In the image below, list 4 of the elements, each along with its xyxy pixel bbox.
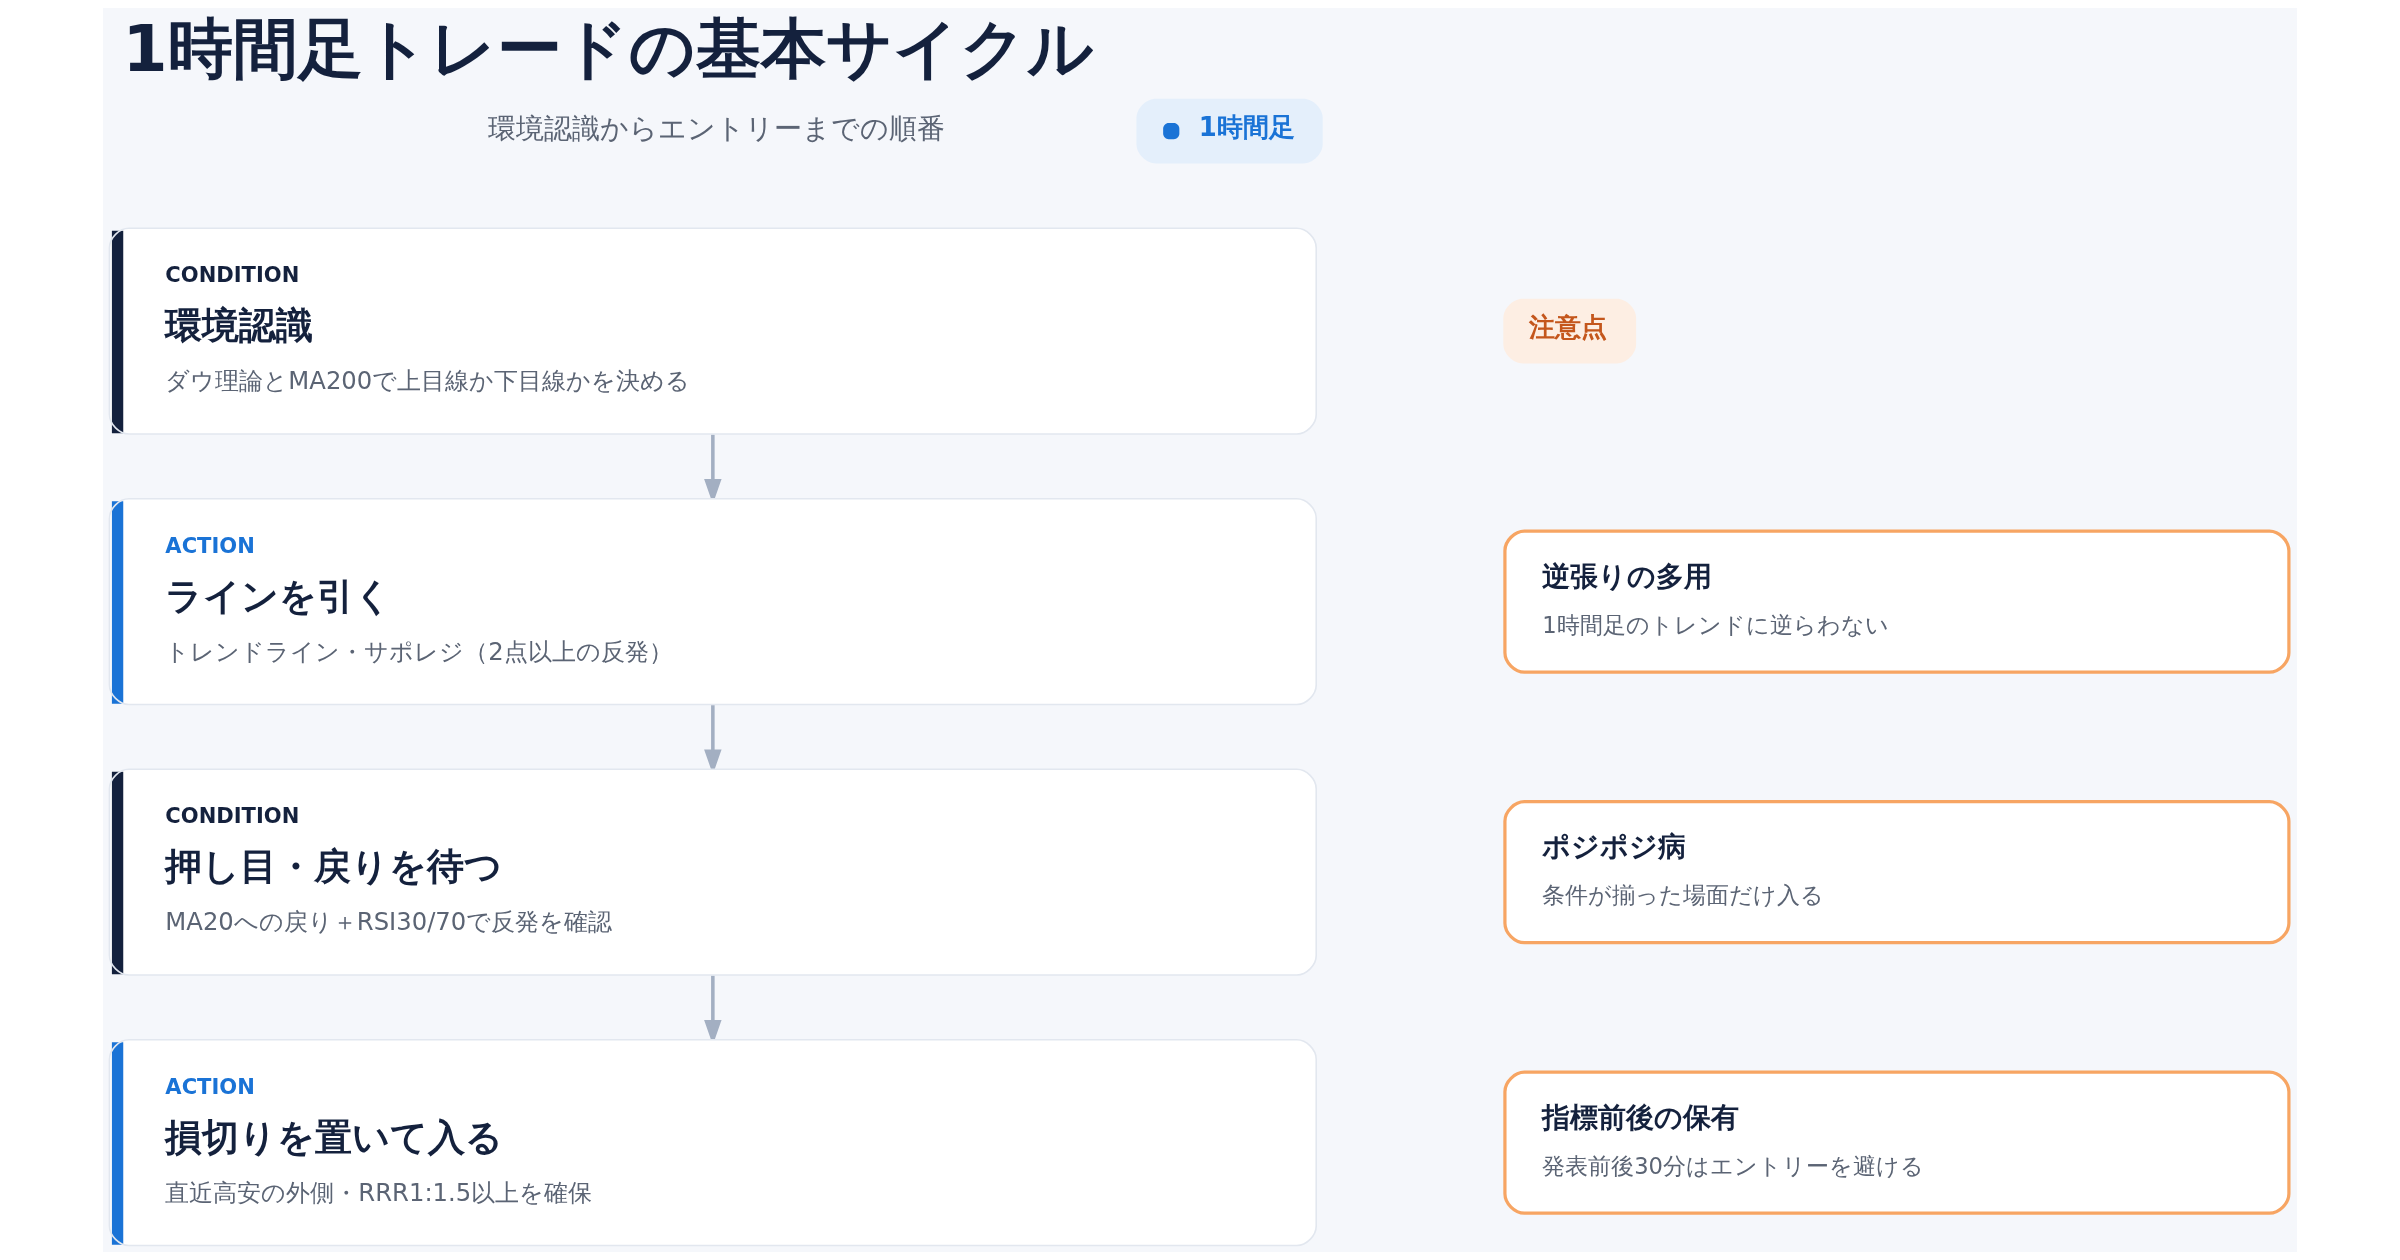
node-box: 1時間足	[1136, 98, 1323, 164]
node-box: 注意点	[1503, 298, 1637, 364]
label: 環境認識からエントリーまでの順番	[488, 111, 946, 144]
diagram-title: 1時間足トレードの基本サイクル	[122, 11, 1094, 87]
